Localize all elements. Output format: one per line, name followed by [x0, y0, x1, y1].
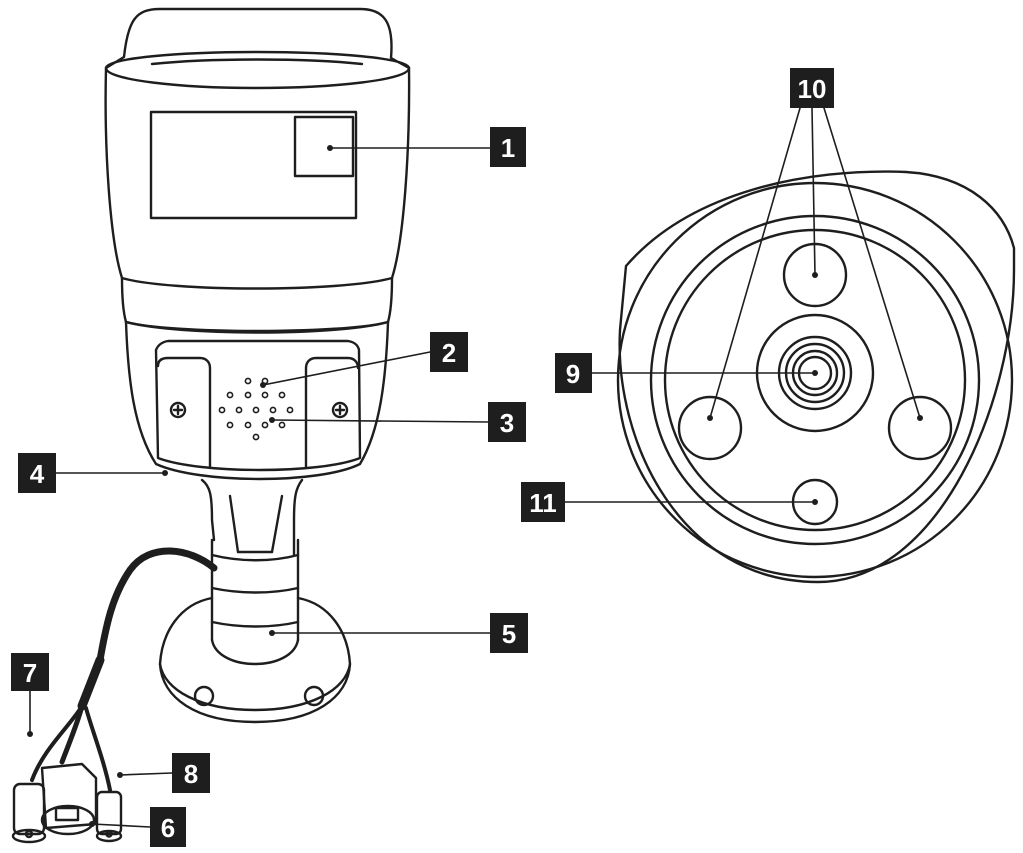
mount-base — [158, 596, 352, 724]
housing-top-rim — [104, 50, 411, 90]
base-screw-hole-left — [193, 685, 215, 707]
callout-5-label: 5 — [502, 619, 516, 649]
front-outer-housing — [618, 170, 1016, 584]
callout-2: 2 — [430, 332, 468, 372]
callout-9-label: 9 — [566, 359, 580, 389]
pigtail-cable — [96, 547, 218, 664]
callout-7-label: 7 — [23, 658, 37, 688]
label-plate — [149, 110, 358, 220]
callout-badges: 1 2 3 4 5 6 7 8 — [11, 68, 834, 847]
callout-11: 11 — [521, 482, 565, 522]
callout-1-label: 1 — [501, 133, 515, 163]
ir-led-left — [677, 395, 743, 461]
callout-3-label: 3 — [500, 408, 514, 438]
lower-housing — [124, 320, 390, 481]
callout-9: 9 — [555, 353, 592, 393]
microphone-holes — [218, 377, 294, 441]
network-connector-icon — [40, 762, 98, 836]
audio-connector-icon — [95, 790, 123, 843]
callout-4: 4 — [18, 453, 56, 493]
screw-left-icon — [169, 401, 187, 419]
upper-housing — [104, 66, 411, 290]
callout-6: 6 — [150, 807, 186, 847]
callout-11-label: 11 — [529, 488, 557, 518]
leader-lines — [29, 107, 921, 828]
screw-right-icon — [331, 401, 349, 419]
sensor-window — [293, 115, 355, 178]
base-screw-hole-right — [303, 685, 325, 707]
callout-6-label: 6 — [161, 813, 175, 843]
leader-dots — [27, 145, 923, 827]
front-mid-ring — [649, 214, 981, 546]
front-inner-ring — [663, 228, 967, 532]
power-connector-icon — [11, 782, 47, 844]
callout-7: 7 — [11, 653, 49, 691]
callout-10-label: 10 — [798, 74, 827, 104]
callout-5: 5 — [490, 613, 528, 653]
camera-front-view — [616, 170, 1016, 584]
callout-2-label: 2 — [442, 338, 456, 368]
callout-8: 8 — [172, 753, 210, 793]
stand-column — [210, 538, 300, 642]
callout-4-label: 4 — [30, 459, 45, 489]
bracket-plate — [154, 339, 362, 472]
cable-sleeve — [77, 655, 105, 711]
callout-8-label: 8 — [184, 759, 198, 789]
camera-side-view — [11, 7, 411, 844]
callout-3: 3 — [488, 402, 526, 442]
ir-led-right — [887, 395, 953, 461]
callout-1: 1 — [490, 127, 526, 167]
front-outer-ring — [616, 181, 1014, 579]
sun-shield — [104, 7, 411, 70]
callout-10: 10 — [790, 68, 834, 108]
stand-arm — [200, 478, 304, 557]
